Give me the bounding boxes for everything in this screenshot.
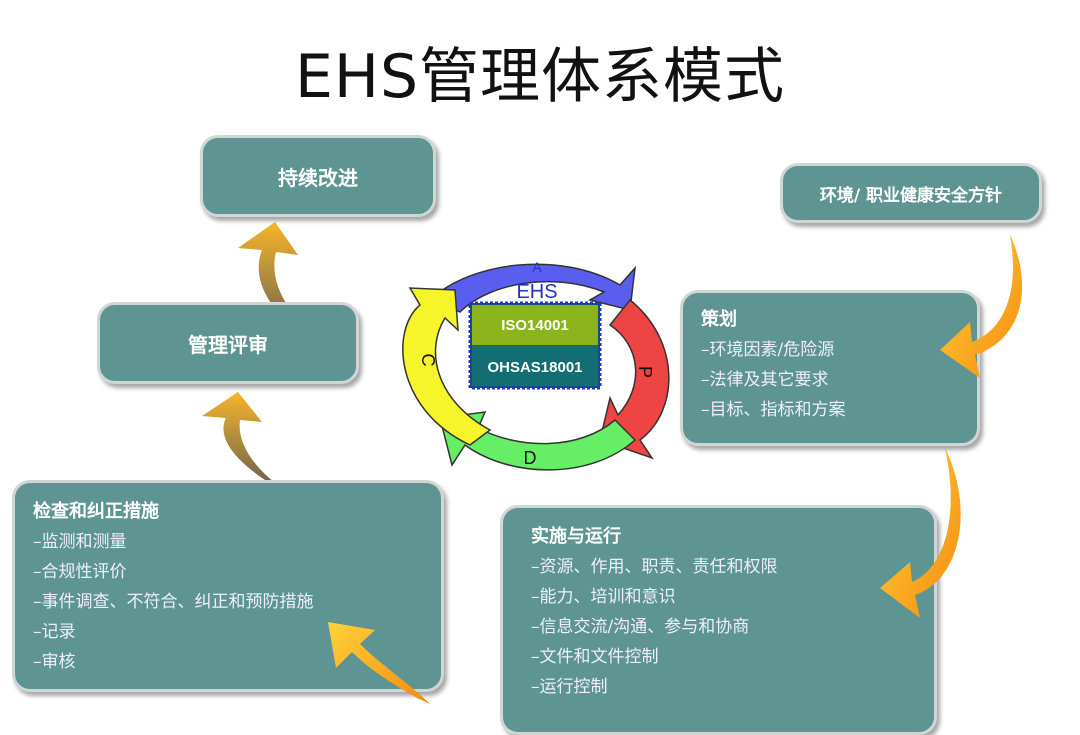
cycle-top-letter: A [532, 259, 542, 275]
blue-arrow-a [428, 263, 637, 313]
box-label: 管理评审 [188, 332, 268, 357]
standard-iso14001: ISO14001 [501, 317, 569, 334]
red-arrow-p [599, 298, 670, 460]
box-management-review: 管理评审 [97, 302, 359, 384]
box-label: 环境/ 职业健康安全方针 [819, 185, 1003, 206]
list-item: –运行控制 [531, 677, 608, 697]
list-item: –资源、作用、职责、责任和权限 [531, 557, 778, 577]
list-item: –能力、培训和意识 [531, 587, 676, 607]
box-continual-improvement: 持续改进 [200, 135, 436, 217]
letter-p: P [635, 366, 655, 378]
pdca-cycle [402, 263, 670, 471]
cycle-center-title: EHS [516, 281, 557, 303]
box-planning: 策划 –环境因素/危险源 –法律及其它要求 –目标、指标和方案 [680, 290, 980, 446]
list-item: –合规性评价 [33, 562, 127, 582]
page-title: EHS管理体系模式 [294, 42, 786, 112]
yellow-arrow-c [402, 287, 492, 446]
list-item: –监测和测量 [33, 532, 127, 552]
list-item: –审核 [33, 652, 76, 672]
checking-heading: 检查和纠正措施 [33, 501, 159, 522]
box-policy: 环境/ 职业健康安全方针 [780, 163, 1042, 223]
implementation-heading: 实施与运行 [531, 526, 621, 547]
list-item: –记录 [33, 622, 76, 642]
planning-heading: 策划 [701, 309, 737, 330]
list-item: –目标、指标和方案 [701, 400, 846, 420]
list-item: –事件调查、不符合、纠正和预防措施 [33, 592, 314, 612]
letter-d: D [524, 448, 537, 468]
box-implementation: 实施与运行 –资源、作用、职责、责任和权限 –能力、培训和意识 –信息交流/沟通… [500, 505, 937, 735]
list-item: –文件和文件控制 [531, 647, 659, 667]
list-item: –环境因素/危险源 [701, 340, 835, 360]
arrow-review-to-improve [238, 222, 330, 350]
arrow-check-to-review [202, 392, 300, 500]
box-checking: 检查和纠正措施 –监测和测量 –合规性评价 –事件调查、不符合、纠正和预防措施 … [12, 480, 444, 692]
green-arrow-d [439, 411, 637, 471]
box-label: 持续改进 [278, 165, 358, 190]
letter-c: C [418, 354, 438, 367]
list-item: –法律及其它要求 [701, 370, 829, 390]
list-item: –信息交流/沟通、参与和协商 [531, 617, 750, 637]
standard-ohsas18001: OHSAS18001 [487, 359, 582, 376]
